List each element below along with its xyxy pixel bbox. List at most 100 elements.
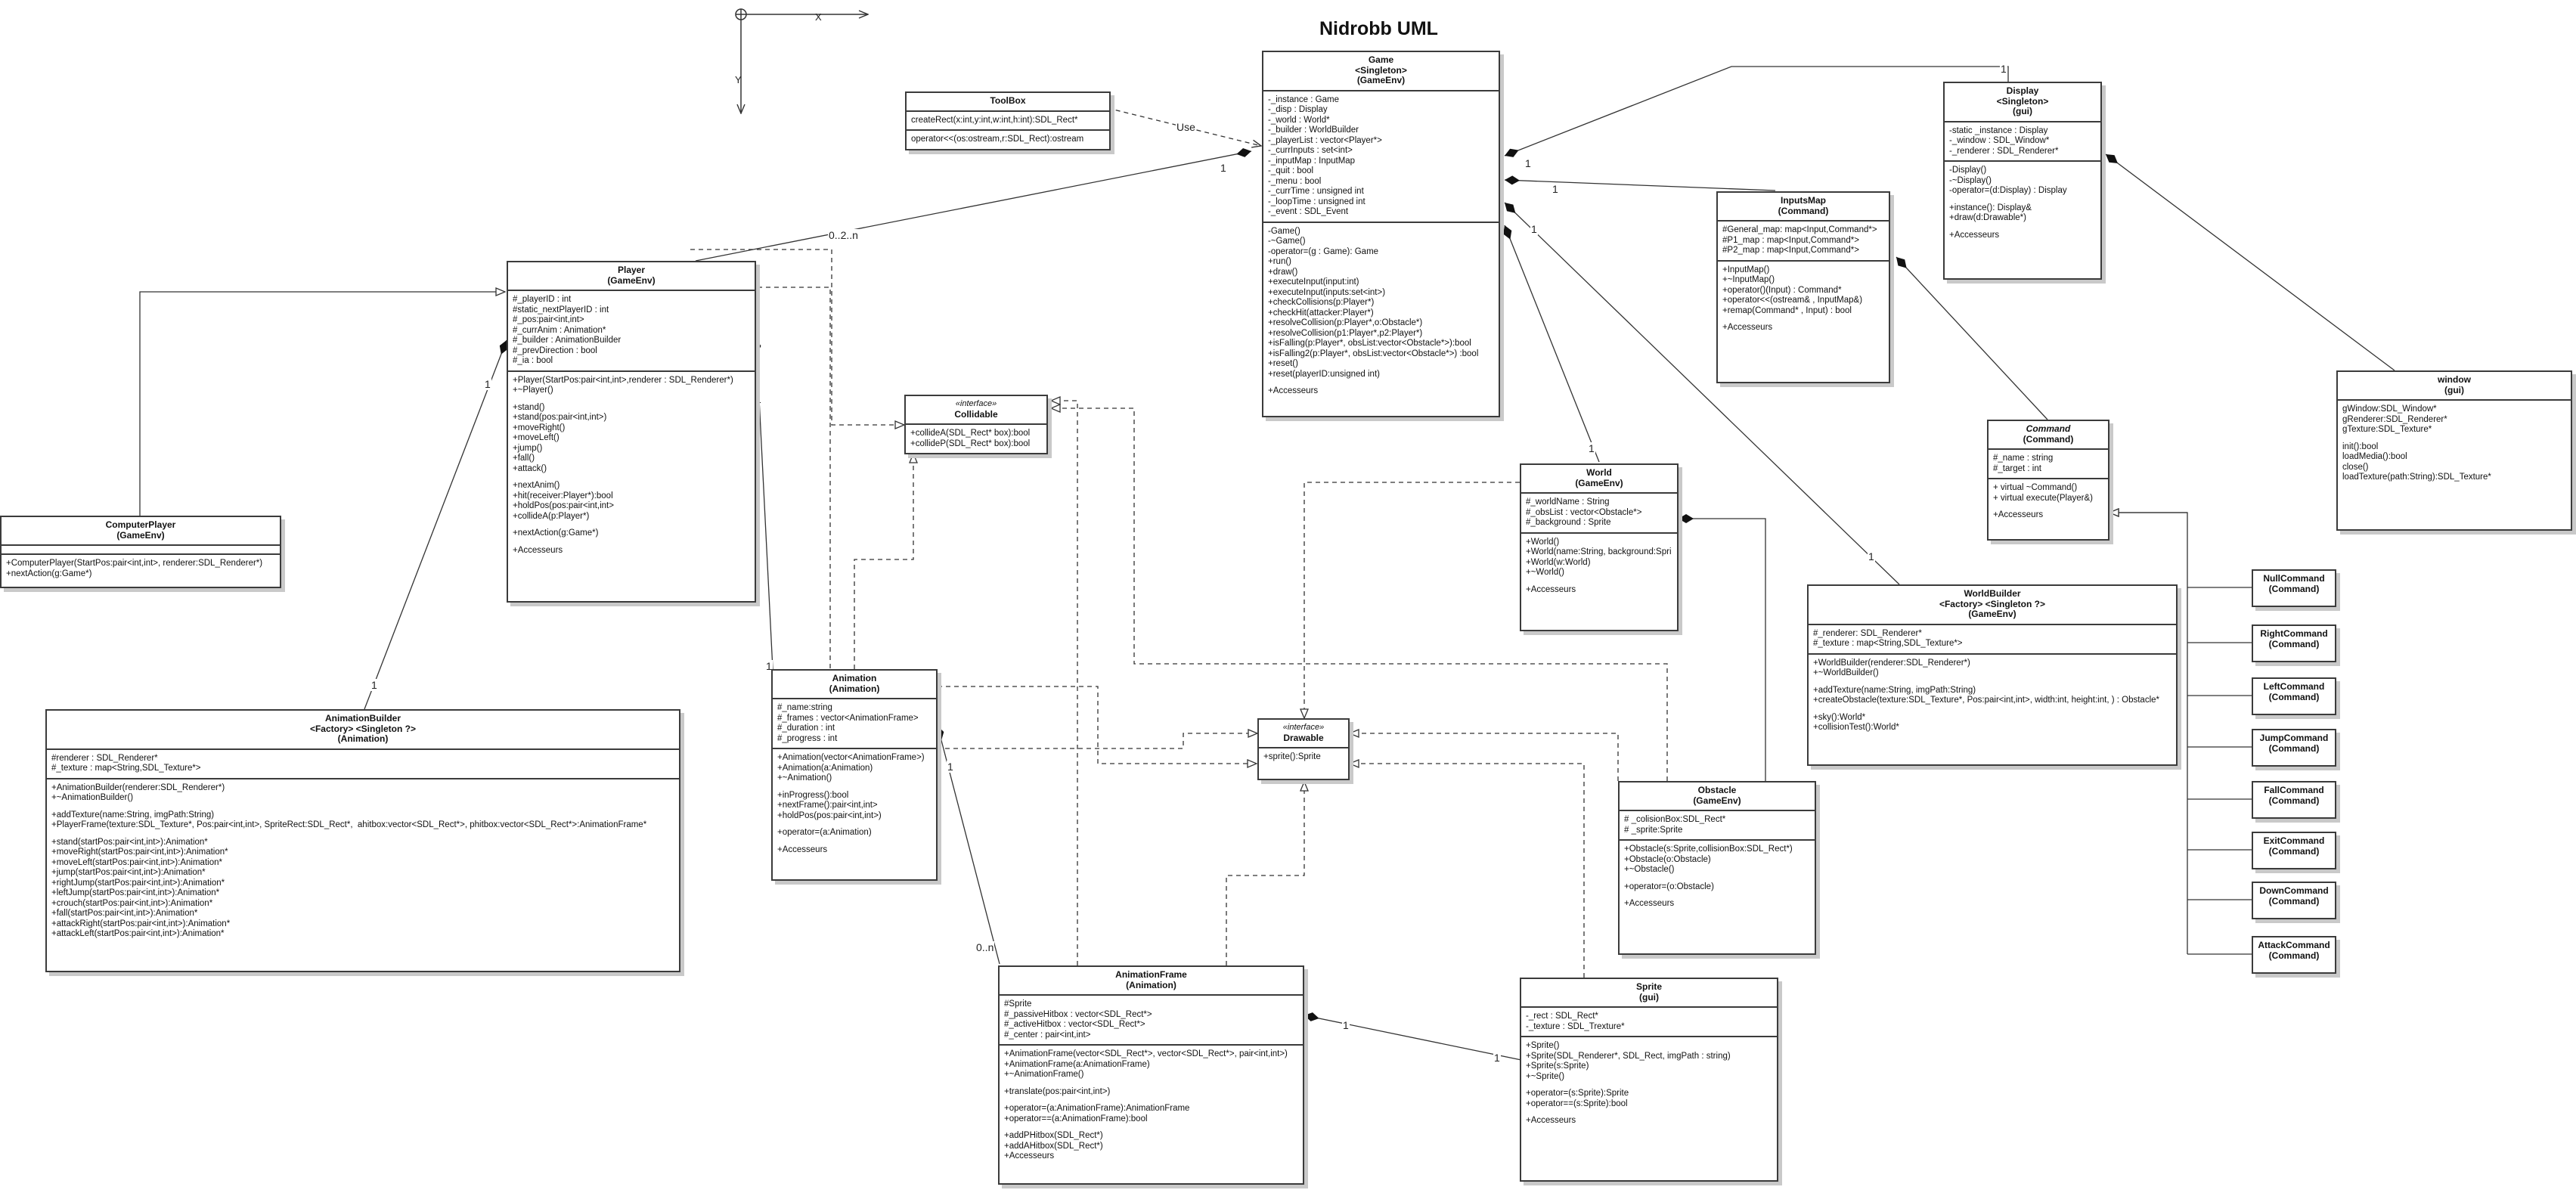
- class-rightcommand[interactable]: RightCommand(Command): [2252, 624, 2336, 662]
- class-worldbuilder[interactable]: WorldBuilder<Factory> <Singleton ?>(Game…: [1807, 584, 2178, 766]
- class-animation[interactable]: Animation(Animation)#_name:string#_frame…: [771, 669, 938, 881]
- class-collidable[interactable]: «interface»Collidable+collideA(SDL_Rect*…: [904, 395, 1048, 454]
- operation-line: +isFalling(p:Player*, obsList:vector<Obs…: [1268, 339, 1471, 348]
- class-game[interactable]: Game<Singleton>(GameEnv)-_instance : Gam…: [1262, 51, 1500, 417]
- operation-line: [1993, 504, 2103, 510]
- operation-line: [1949, 197, 2096, 203]
- operation-line: +translate(pos:pair<int,int>): [1004, 1086, 1111, 1096]
- class-name: DownCommand: [2259, 885, 2329, 896]
- multiplicity-label: 1: [484, 378, 491, 390]
- operation-line: +Accesseurs: [1949, 230, 2000, 240]
- class-animationframe[interactable]: AnimationFrame(Animation)#Sprite#_passiv…: [998, 965, 1304, 1185]
- attribute-line: loadMedia():bool: [2342, 452, 2407, 461]
- multiplicity-label: 1: [755, 393, 762, 405]
- attributes-section: #_worldName : String#_obsList : vector<O…: [1521, 494, 1677, 532]
- operation-line: +~Player(): [513, 386, 553, 395]
- class-header: Display<Singleton>(gui): [1945, 83, 2100, 122]
- class-command[interactable]: Command(Command)#_name : string#_target …: [1987, 420, 2109, 541]
- multiplicity-label: 1: [1220, 162, 1227, 174]
- class-sprite[interactable]: Sprite(gui)-_rect : SDL_Rect*-_texture :…: [1520, 978, 1778, 1182]
- class-drawable[interactable]: «interface»Drawable+sprite():Sprite: [1257, 718, 1350, 780]
- attributes-section: -_rect : SDL_Rect*-_texture : SDL_Trextu…: [1521, 1008, 1777, 1036]
- stereotype: «interface»: [955, 399, 997, 408]
- class-leftcommand[interactable]: LeftCommand(Command): [2252, 677, 2336, 715]
- class-jumpcommand[interactable]: JumpCommand(Command): [2252, 729, 2336, 767]
- attribute-line: #_progress : int: [777, 733, 838, 743]
- attributes-section: createRect(x:int,y:int,w:int,h:int):SDL_…: [907, 112, 1109, 130]
- class-computerplayer[interactable]: ComputerPlayer(GameEnv)+ComputerPlayer(S…: [0, 516, 281, 588]
- operation-line: +Obstacle(o:Obstacle): [1624, 854, 1711, 864]
- class-window[interactable]: window(gui)gWindow:SDL_Window*gRenderer:…: [2336, 370, 2572, 531]
- attribute-line: -_currTime : unsigned int: [1268, 187, 1364, 196]
- operation-line: +holdPos(pos:pair<int,int>): [777, 810, 882, 820]
- class-fallcommand[interactable]: FallCommand(Command): [2252, 781, 2336, 819]
- class-world[interactable]: World(GameEnv)#_worldName : String#_obsL…: [1520, 463, 1679, 631]
- class-header: «interface»Drawable: [1259, 720, 1348, 748]
- class-name: ExitCommand: [2263, 835, 2325, 846]
- edge-animationframe-collidable: [1051, 401, 1078, 965]
- edge-animationframe-drawable: [1226, 782, 1304, 965]
- operation-line: +jump(startPos:pair<int,int>):Animation*: [51, 868, 206, 877]
- operation-line: +Player(StartPos:pair<int,int>,renderer …: [513, 375, 733, 385]
- class-header: World(GameEnv): [1521, 465, 1677, 494]
- operation-line: +~Animation(): [777, 773, 832, 782]
- class-nullcommand[interactable]: NullCommand(Command): [2252, 569, 2336, 607]
- stereotype: «interface»: [1282, 723, 1325, 732]
- attribute-line: -_instance : Game: [1268, 95, 1339, 104]
- operation-line: +resolveCollision(p:Player*,o:Obstacle*): [1268, 318, 1423, 327]
- edge-animation-drawable: [938, 686, 1257, 764]
- edge-game-inputsmap: [1504, 175, 1776, 191]
- class-downcommand[interactable]: DownCommand(Command): [2252, 882, 2336, 919]
- operation-line: +~Sprite(): [1526, 1071, 1565, 1081]
- class-display[interactable]: Display<Singleton>(gui)-static _instance…: [1943, 82, 2102, 280]
- class-inputsmap[interactable]: InputsMap(Command)#General_map: map<Inpu…: [1716, 191, 1890, 383]
- edge-world-obstacle: [1679, 514, 1766, 781]
- operation-line: +remap(Command* , Input) : bool: [1722, 305, 1852, 315]
- attribute-line: #_renderer: SDL_Renderer*: [1813, 628, 1922, 638]
- class-qualifier: (Animation): [829, 683, 880, 694]
- operation-line: +stand(): [513, 402, 545, 412]
- attributes-section: #_renderer: SDL_Renderer*#_texture : map…: [1809, 625, 2176, 653]
- edge-animation-collidable: [854, 454, 913, 669]
- operation-line: +addTexture(name:String, imgPath:String): [51, 810, 215, 820]
- attribute-line: gRenderer:SDL_Renderer*: [2342, 414, 2447, 424]
- operations-section: + virtual ~Command()+ virtual execute(Pl…: [1989, 478, 2108, 525]
- class-player[interactable]: Player(GameEnv)#_playerID : int#static_n…: [507, 261, 756, 603]
- attribute-line: #_passiveHitbox : vector<SDL_Rect*>: [1004, 1009, 1152, 1019]
- class-qualifier: (GameEnv): [1575, 477, 1623, 488]
- operation-line: -operator=(d:Display) : Display: [1949, 186, 2067, 195]
- attributes-section: #Sprite#_passiveHitbox : vector<SDL_Rect…: [1000, 996, 1303, 1044]
- operation-line: +Animation(a:Animation): [777, 763, 873, 773]
- attributes-section: -_instance : Game-_disp : Display-_world…: [1263, 91, 1499, 222]
- class-qualifier: (GameEnv): [607, 274, 656, 286]
- operation-line: [513, 474, 750, 481]
- operation-line: +moveLeft(startPos:pair<int,int>):Animat…: [51, 857, 222, 867]
- class-name: window: [2438, 374, 2471, 385]
- attributes-section: -static _instance : Display-_window : SD…: [1945, 122, 2100, 161]
- operation-line: +fall(): [513, 454, 535, 463]
- operation-line: +Accesseurs: [1624, 899, 1675, 908]
- attribute-line: #_ia : bool: [513, 356, 553, 365]
- edge-player-animationbuilder: [364, 339, 509, 710]
- class-name: Display: [2006, 85, 2039, 96]
- attribute-line: #static_nextPlayerID : int: [513, 305, 609, 315]
- operation-line: +operator==(s:Sprite):bool: [1526, 1099, 1628, 1108]
- class-header: LeftCommand(Command): [2253, 679, 2335, 706]
- operation-line: +operator=(a:Animation): [777, 828, 872, 837]
- class-qualifier: (Command): [2268, 691, 2320, 702]
- class-header: Obstacle(GameEnv): [1620, 782, 1815, 811]
- class-name: Animation: [832, 673, 877, 683]
- attribute-line: #_currAnim : Animation*: [513, 325, 606, 335]
- class-attackcommand[interactable]: AttackCommand(Command): [2252, 936, 2336, 974]
- class-obstacle[interactable]: Obstacle(GameEnv)# _colisionBox:SDL_Rect…: [1618, 781, 1816, 955]
- operation-line: +checkCollisions(p:Player*): [1268, 298, 1375, 307]
- attribute-line: #_obsList : vector<Obstacle*>: [1526, 507, 1642, 517]
- class-name: WorldBuilder: [1964, 588, 2021, 599]
- class-animationbuilder[interactable]: AnimationBuilder<Factory> <Singleton ?>(…: [45, 709, 680, 972]
- class-exitcommand[interactable]: ExitCommand(Command): [2252, 832, 2336, 869]
- attribute-line: #_builder : AnimationBuilder: [513, 336, 622, 345]
- class-qualifier: (Command): [1778, 205, 1829, 216]
- attributes-section: #renderer : SDL_Renderer*#_texture : map…: [47, 750, 679, 778]
- operation-line: +InputMap(): [1722, 265, 1770, 274]
